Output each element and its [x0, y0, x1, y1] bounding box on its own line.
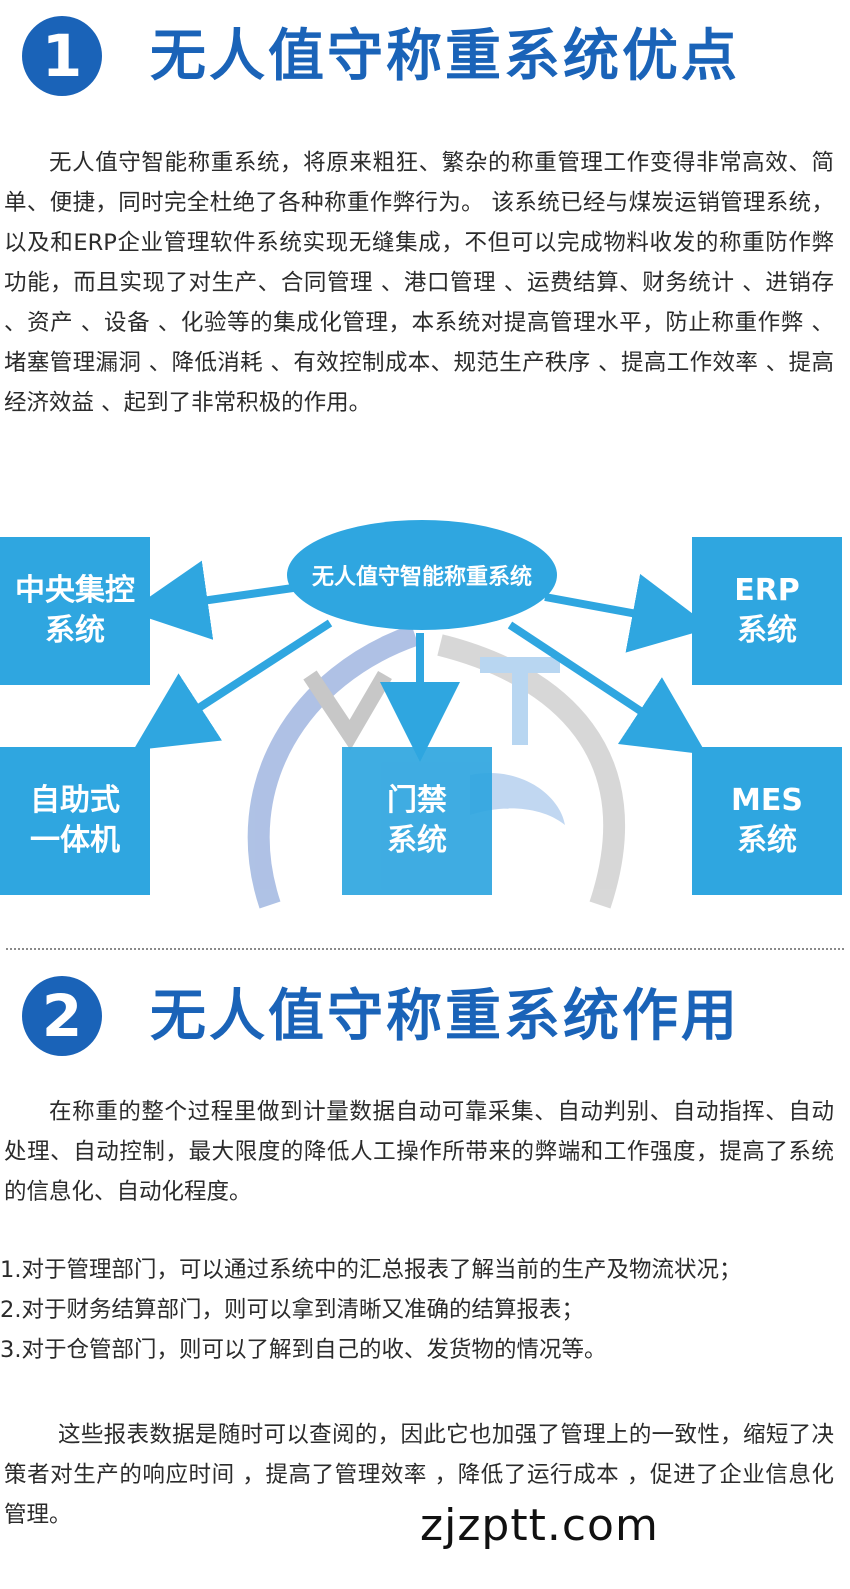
central-control-label-2: 系统: [45, 613, 105, 648]
erp-label-2: 系统: [737, 613, 797, 648]
arrow-to-central-control: [128, 560, 301, 640]
logo-eagle-head: [470, 773, 565, 825]
site-watermark: zjzptt.com: [420, 1500, 659, 1551]
section-divider: [6, 948, 844, 950]
access-label-2: 系统: [387, 823, 447, 858]
section1-header: 1 无人值守称重系统优点: [0, 0, 850, 110]
erp-label-1: ERP: [734, 573, 800, 608]
kiosk-label-1: 自助式: [30, 783, 120, 818]
mes-label-1: MES: [731, 783, 803, 818]
list-item-3: 3.对于仓管部门，则可以了解到自己的收、发货物的情况等。: [0, 1337, 607, 1363]
section1-number-badge: 1: [22, 16, 102, 96]
central-control-node: 中央集控 系统: [0, 537, 150, 685]
section1-paragraph: 无人值守智能称重系统，将原来粗狂、繁杂的称重管理工作变得非常高效、简单、便捷，同…: [4, 150, 834, 416]
logo-t-letter: [480, 657, 560, 745]
section1-title: 无人值守称重系统优点: [150, 24, 740, 89]
arrow-to-kiosk: [133, 619, 333, 751]
arrow-to-erp: [544, 573, 712, 653]
yt-logo-watermark: [128, 560, 712, 909]
center-system-label: 无人值守智能称重系统: [311, 565, 532, 590]
list-item-2: 2.对于财务结算部门，则可以拿到清晰又准确的结算报表；: [0, 1297, 584, 1323]
access-control-node: 门禁 系统: [342, 747, 492, 895]
erp-node: ERP 系统: [692, 537, 842, 685]
mes-label-2: 系统: [737, 823, 797, 858]
center-system-node: 无人值守智能称重系统: [287, 520, 557, 630]
arrow-to-mes: [507, 621, 707, 755]
mes-node: MES 系统: [692, 747, 842, 895]
logo-y-letter: [303, 670, 392, 751]
list-item-1: 1.对于管理部门，可以通过系统中的汇总报表了解当前的生产及物流状况；: [0, 1257, 742, 1283]
access-label-1: 门禁: [387, 783, 447, 818]
section2-paragraph-2: 这些报表数据是随时可以查阅的，因此它也加强了管理上的一致性，缩短了决策者对生产的…: [4, 1422, 834, 1528]
kiosk-label-2: 一体机: [30, 823, 120, 858]
logo-arc-blue: [247, 624, 419, 909]
central-control-label-1: 中央集控: [15, 573, 135, 608]
section2-header: 2 无人值守称重系统作用: [0, 960, 850, 1070]
section2-number-badge: 2: [22, 976, 102, 1056]
system-diagram: 无人值守智能称重系统 中央集控 系统 ERP 系统 自助式 一体机 门禁 系统 …: [0, 505, 850, 909]
section2-paragraph-1: 在称重的整个过程里做到计量数据自动可靠采集、自动判别、自动指挥、自动处理、自动控…: [4, 1099, 834, 1205]
kiosk-node: 自助式 一体机: [0, 747, 150, 895]
section2-title: 无人值守称重系统作用: [150, 984, 740, 1049]
